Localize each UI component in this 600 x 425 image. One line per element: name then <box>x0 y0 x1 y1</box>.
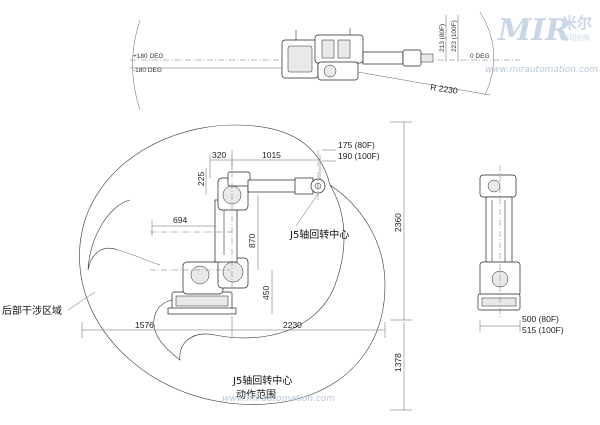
label-dim-1576: 1576 <box>135 320 154 330</box>
label-j5-range-line2: 动作范围 <box>236 388 276 401</box>
label-rear-interference: 后部干涉区域 <box>2 304 62 317</box>
label-dim-190: 190 (100F) <box>338 151 380 161</box>
rear-interference-curve <box>87 199 131 271</box>
front-view: 500 (80F) 515 (100F) <box>477 165 564 335</box>
top-view-robot <box>281 28 434 81</box>
watermark-top: www.mirautomation.com <box>485 65 598 75</box>
label-dim-515: 515 (100F) <box>522 325 564 335</box>
logo-letters: MIR <box>497 13 570 48</box>
label-dim-2230: 2230 <box>283 320 302 330</box>
label-dim-694: 694 <box>173 215 187 225</box>
side-view-robot <box>167 171 326 315</box>
label-dim-870: 870 <box>247 234 257 248</box>
label-dim-2360: 2360 <box>393 213 403 232</box>
label-dim-175: 175 (80F) <box>338 140 375 150</box>
label-dim-320: 320 <box>212 150 226 160</box>
logo-chinese: 米尔 <box>562 14 592 32</box>
top-view-arc-right <box>479 11 495 96</box>
label-minus-180-deg: -180 DEG <box>133 67 162 74</box>
label-dim-450: 450 <box>261 286 271 300</box>
label-zero-deg: 0 DEG <box>470 53 490 60</box>
top-view: +180 DEG -180 DEG 0 DEG R 2230 213 (80F)… <box>130 11 520 111</box>
label-dim-225: 225 <box>196 172 206 186</box>
label-dim-223: 223 (100F) <box>451 20 458 52</box>
label-dim-1015: 1015 <box>262 150 281 160</box>
label-dim-500: 500 (80F) <box>522 314 559 324</box>
watermark-bottom: www.mirautomation.com <box>222 394 335 404</box>
label-dim-1378: 1378 <box>393 353 403 372</box>
logo-subtitle: 自动化网 <box>562 33 590 42</box>
work-envelope-inner <box>153 184 345 361</box>
side-view: 320 1015 175 (80F) 190 (100F) 225 694 87… <box>2 121 412 411</box>
top-view-arc-left <box>132 19 141 111</box>
label-radius-2230: R 2230 <box>430 82 459 96</box>
label-dim-213: 213 (80F) <box>439 24 446 52</box>
mir-logo: MIR 米尔 自动化网 <box>497 13 592 48</box>
label-j5-center: J5轴回转中心 <box>289 228 349 241</box>
work-envelope-outer <box>79 124 386 405</box>
label-j5-range-line1: J5轴回转中心 <box>232 374 292 387</box>
label-plus-180-deg: +180 DEG <box>133 53 164 60</box>
